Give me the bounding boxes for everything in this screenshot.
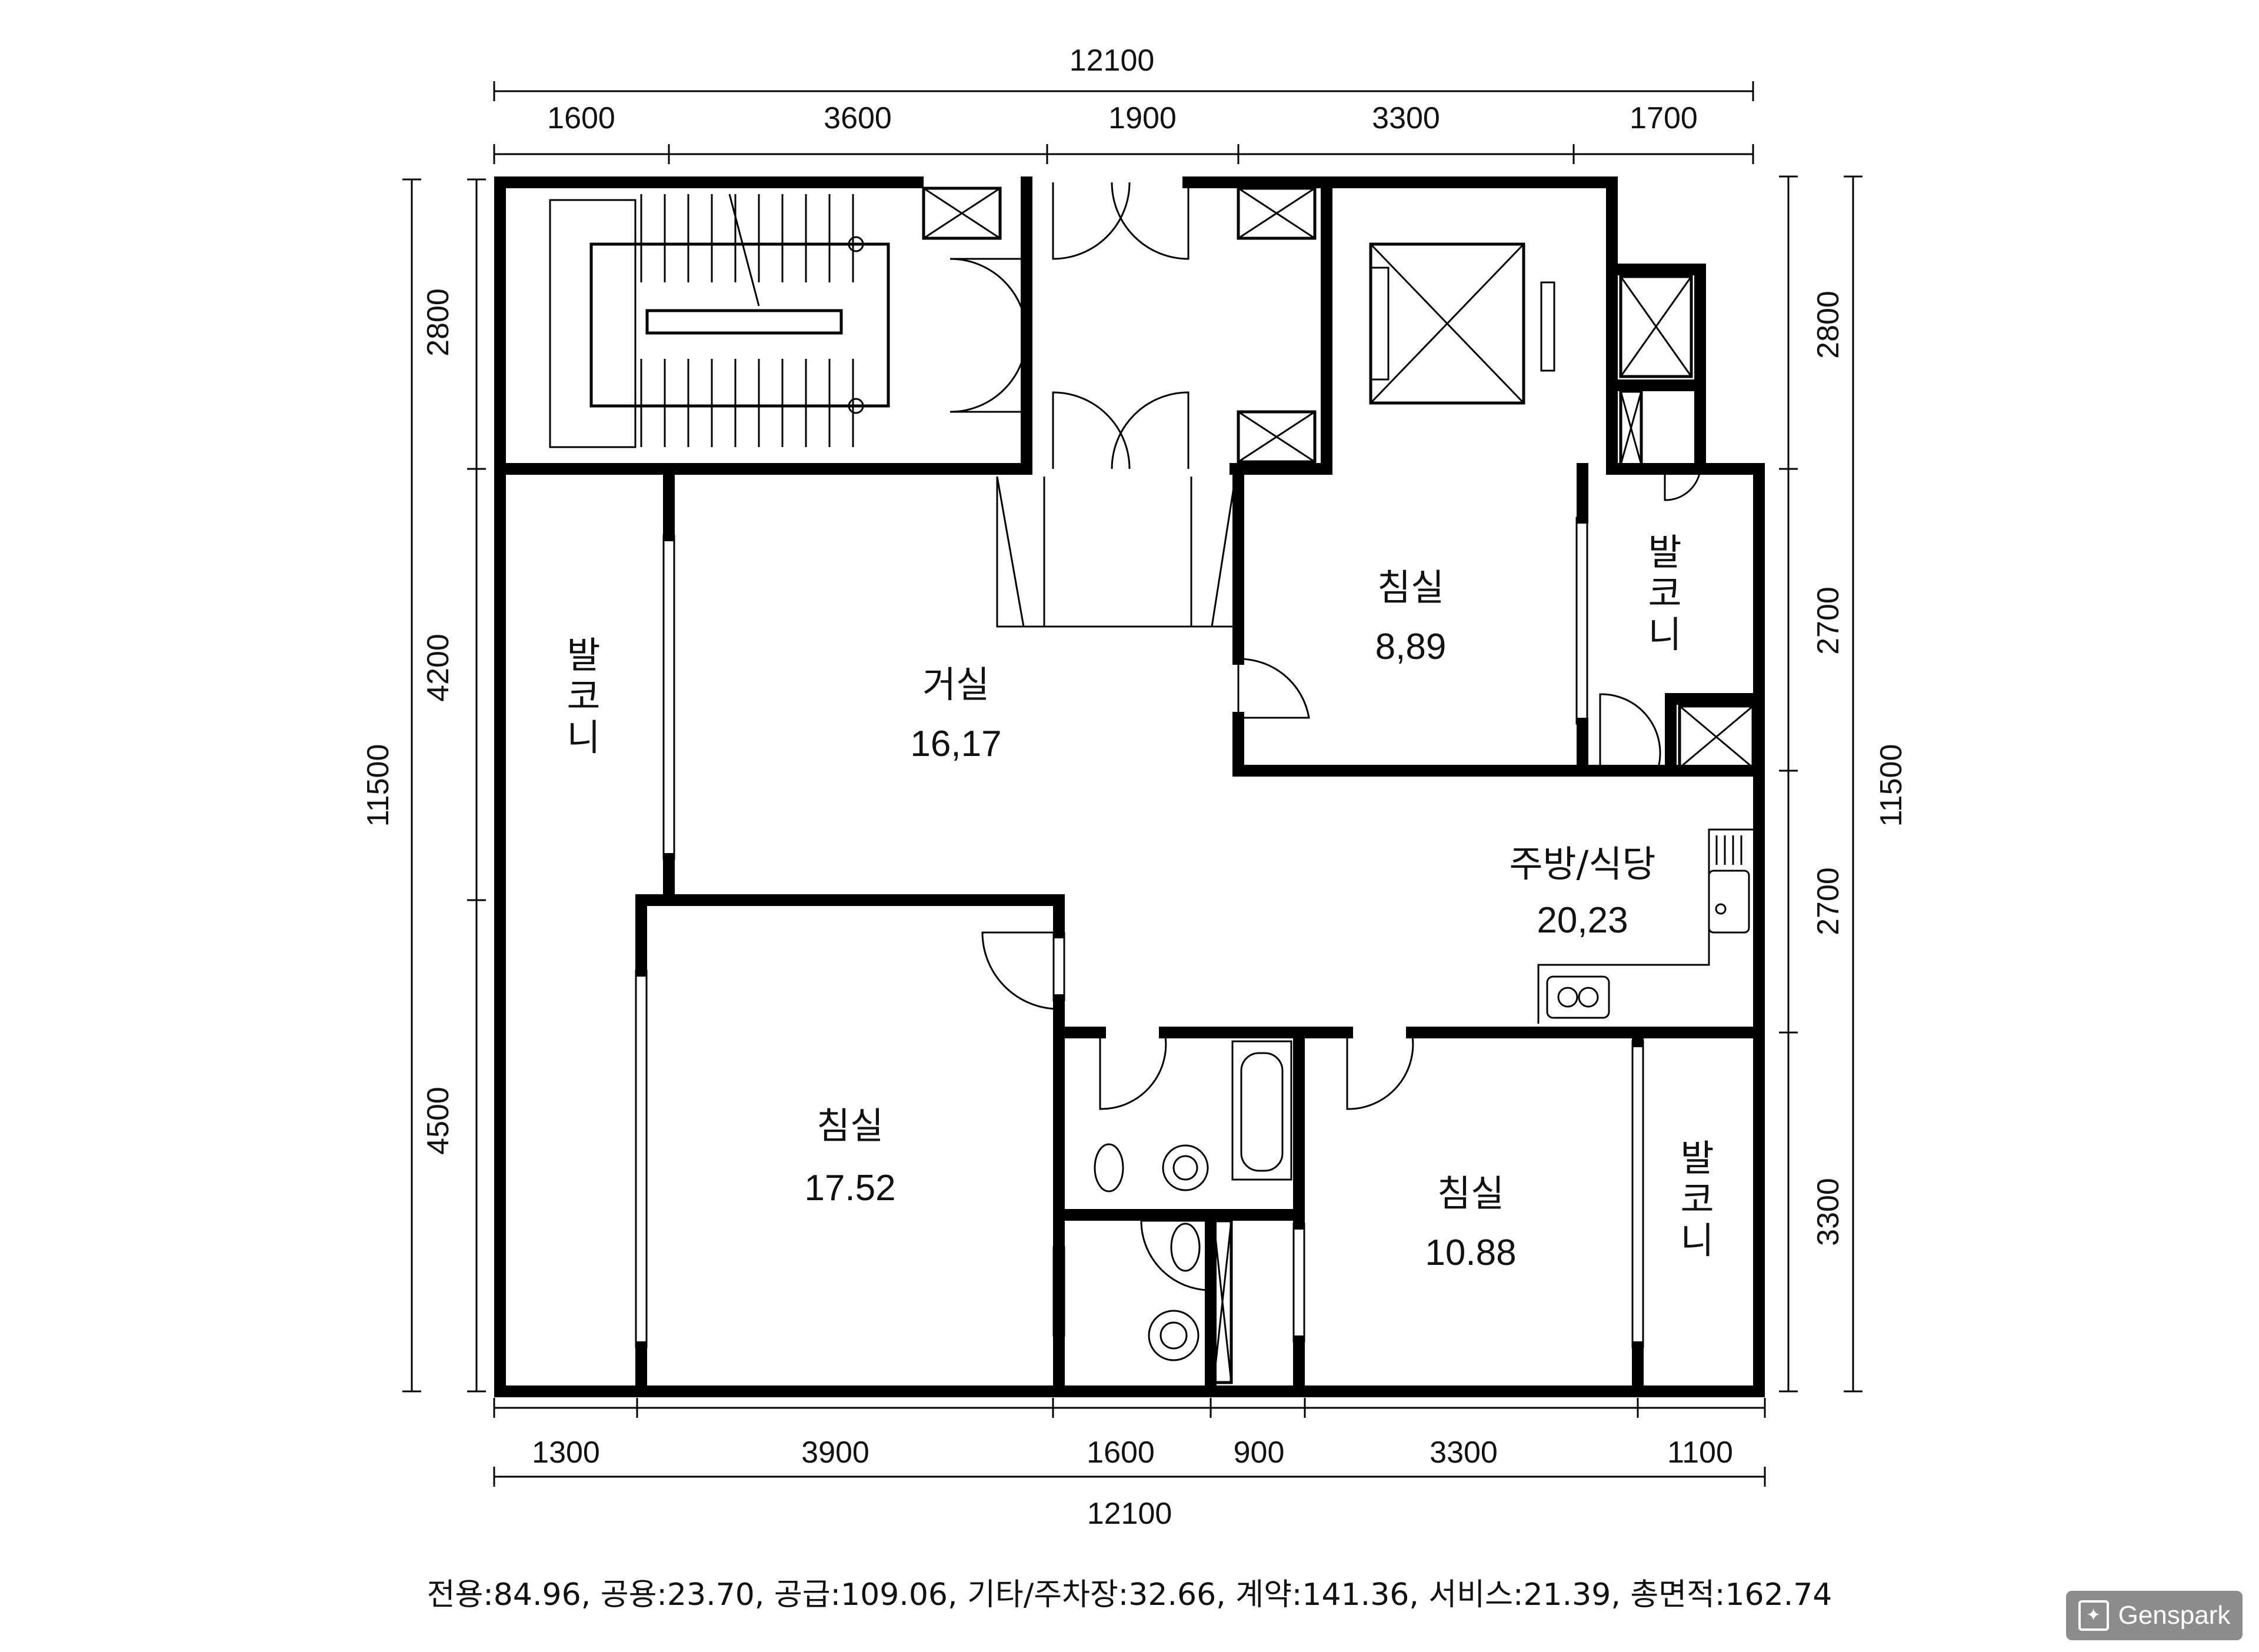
- balcony-left-char-3: 니: [567, 716, 600, 759]
- balcony-bottom-right-label: 발 코 니: [1680, 1137, 1714, 1262]
- balcony-top-right-char-1: 발: [1648, 531, 1681, 574]
- dim-right-total: 11500: [1874, 744, 1908, 827]
- dim-top-total: 12100: [1069, 44, 1155, 78]
- walls: [494, 176, 1765, 1397]
- room-area-bedroom-right: 10.88: [1425, 1233, 1516, 1273]
- dim-right-seg-1: 2800: [1811, 291, 1845, 359]
- room-label-bedroom-big: 침실: [817, 1104, 884, 1147]
- dim-bottom-seg-6: 1100: [1667, 1435, 1733, 1470]
- dim-left-seg-2: 4200: [421, 634, 455, 702]
- dim-bottom-seg-3: 1600: [1087, 1435, 1155, 1470]
- dim-bottom-seg-2: 3900: [801, 1435, 869, 1470]
- balcony-left-label: 발 코 니: [567, 634, 600, 759]
- balcony-bottom-right-char-1: 발: [1680, 1137, 1714, 1180]
- room-area-bedroom-big: 17.52: [804, 1168, 895, 1208]
- dim-bottom-seg-1: 1300: [532, 1435, 600, 1470]
- dim-left-total: 11500: [361, 744, 395, 827]
- fixtures: [549, 182, 1755, 1384]
- dim-top-seg-1: 1600: [547, 101, 615, 135]
- balcony-left-char-1: 발: [567, 634, 600, 677]
- dim-bottom-seg-5: 3300: [1430, 1435, 1498, 1470]
- balcony-top-right-char-2: 코: [1648, 572, 1681, 615]
- area-summary: 전용:84.96, 공용:23.70, 공급:109.06, 기타/주차장:32…: [427, 1577, 1832, 1613]
- dim-top-seg-2: 3600: [824, 101, 892, 135]
- balcony-bottom-right-char-2: 코: [1680, 1178, 1714, 1221]
- dim-right-seg-2: 2700: [1811, 587, 1845, 655]
- room-label-kitchen: 주방/식당: [1509, 842, 1655, 885]
- balcony-top-right-label: 발 코 니: [1648, 531, 1681, 656]
- dim-left-seg-3: 4500: [421, 1087, 455, 1155]
- dim-left-seg-1: 2800: [421, 288, 455, 357]
- genspark-watermark: ✦ Genspark: [2066, 1591, 2243, 1640]
- dim-top-seg-4: 3300: [1372, 101, 1440, 135]
- room-area-kitchen: 20,23: [1537, 900, 1628, 941]
- balcony-left-char-2: 코: [567, 675, 600, 718]
- dim-right-seg-4: 3300: [1811, 1178, 1845, 1246]
- genspark-label: Genspark: [2118, 1601, 2231, 1630]
- dim-bottom-total: 12100: [1087, 1497, 1172, 1531]
- room-label-bedroom-right: 침실: [1437, 1172, 1504, 1215]
- dim-bottom-seg-4: 900: [1234, 1435, 1285, 1470]
- dim-top-seg-3: 1900: [1108, 101, 1177, 135]
- dim-right-seg-3: 2700: [1811, 867, 1845, 935]
- dim-top-seg-5: 1700: [1630, 101, 1698, 135]
- dimension-lines: [402, 81, 1862, 1487]
- genspark-icon: ✦: [2078, 1600, 2109, 1631]
- room-area-bedroom-top: 8,89: [1375, 627, 1447, 667]
- room-label-living: 거실: [922, 663, 989, 706]
- balcony-top-right-char-3: 니: [1648, 613, 1681, 656]
- balcony-bottom-right-char-3: 니: [1680, 1219, 1714, 1262]
- room-label-bedroom-top: 침실: [1377, 566, 1444, 609]
- room-area-living: 16,17: [910, 724, 1001, 764]
